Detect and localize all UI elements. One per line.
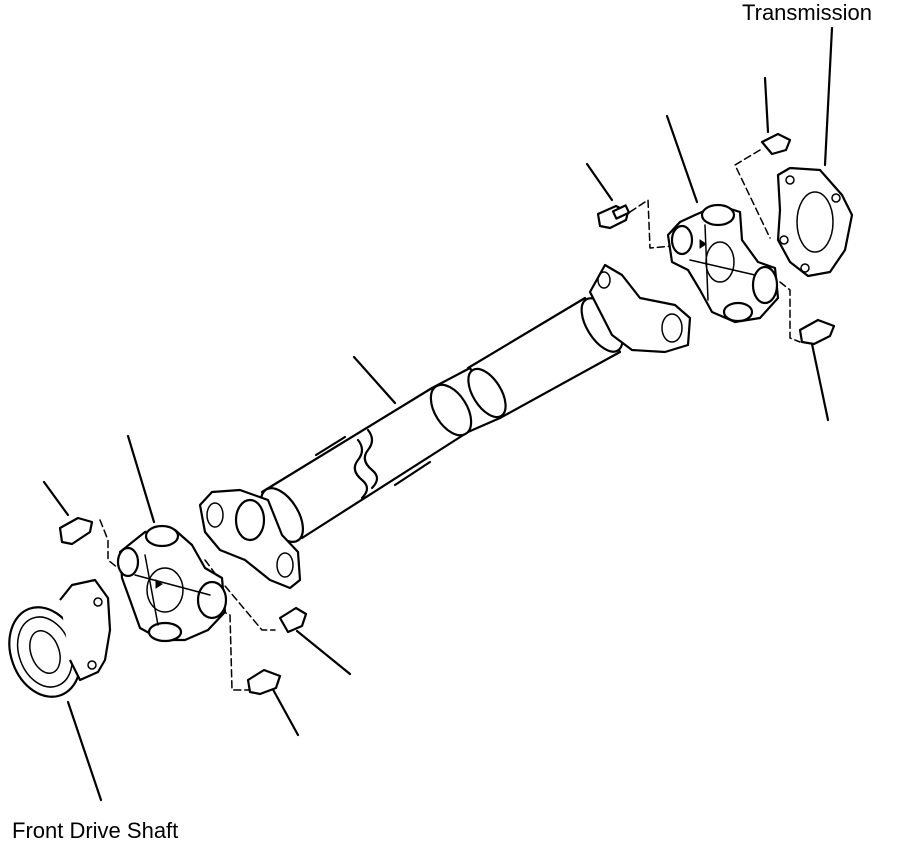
- transmission-flange: [776, 166, 854, 278]
- transmission-label: Transmission: [742, 0, 872, 25]
- detail-marks: [155, 239, 707, 589]
- front-drive-shaft-label: Front Drive Shaft: [12, 818, 179, 843]
- leader-front-grease: [295, 629, 352, 676]
- leader-front-spider: [126, 434, 156, 524]
- leader-transmission: [823, 26, 834, 167]
- leader-front-bolt: [42, 480, 70, 517]
- drive-shaft-tube: [259, 296, 624, 543]
- leader-rear-bolt: [585, 162, 614, 202]
- leader-lines: [42, 26, 834, 802]
- leader-shaft: [352, 355, 397, 405]
- rear-bolts: [596, 132, 836, 346]
- leader-top-bolt: [763, 76, 770, 134]
- leader-rear-lower-bolt: [810, 342, 830, 422]
- front-shaft-yoke: [198, 488, 302, 590]
- front-drive-shaft-flange: [8, 578, 112, 698]
- front-bolts: [58, 516, 308, 696]
- leader-front-drive-shaft: [66, 700, 103, 802]
- alignment-lines: [99, 149, 801, 691]
- leader-rear-spider: [665, 114, 699, 204]
- front-spider-bearing: [116, 524, 228, 643]
- rear-spider-bearing: [666, 203, 780, 324]
- leader-front-lower-bolt: [268, 682, 300, 737]
- rear-shaft-yoke: [588, 263, 692, 354]
